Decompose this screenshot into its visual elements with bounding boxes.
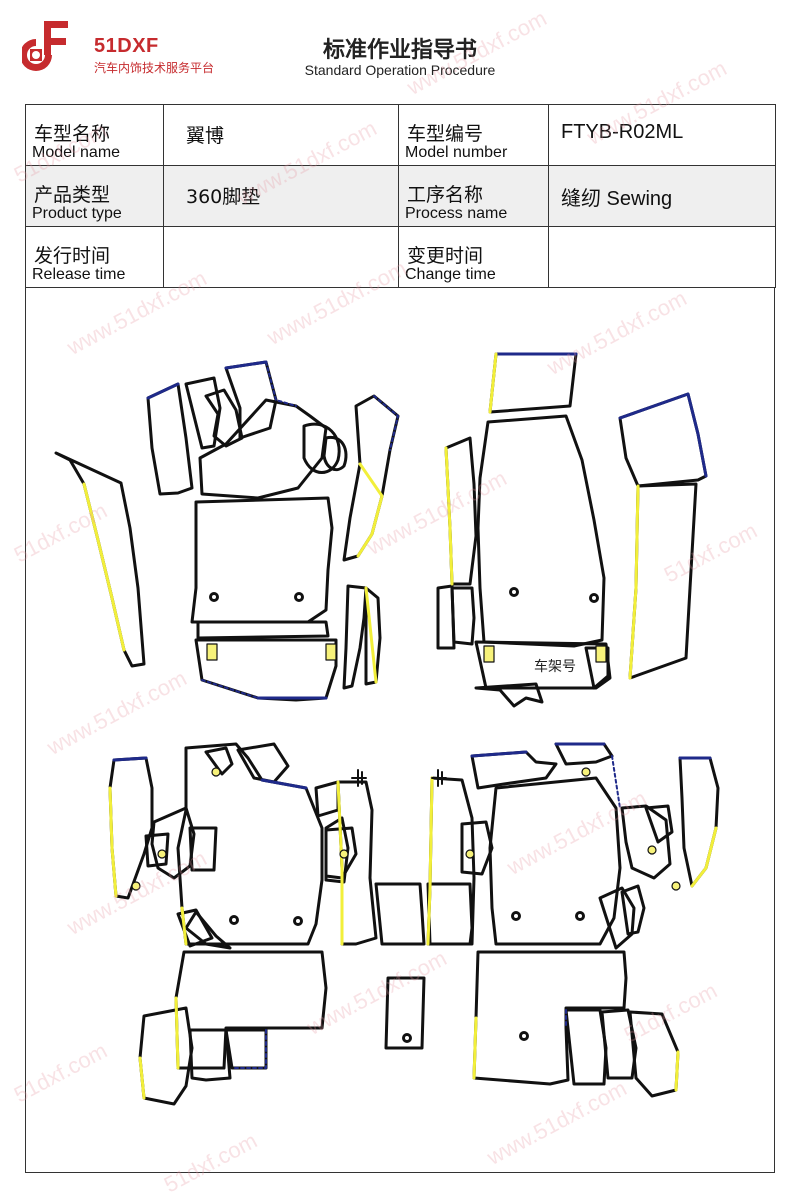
pattern-piece [620,884,646,936]
model-name-value-cell: 翼博 [163,104,399,166]
page-title: 标准作业指导书 [322,38,477,63]
pattern-piece [176,742,324,946]
model-number-label: 车型编号 [407,123,484,145]
process-name-label: 工序名称 [407,184,484,206]
release-time-label-cell: 发行时间 Release time [25,226,164,288]
pattern-piece [146,382,194,496]
pattern-piece [644,804,674,844]
pattern-piece [598,886,636,950]
pattern-piece [564,1008,608,1086]
pattern-piece [196,620,330,640]
floor-mat-pattern-drawing [54,352,720,1106]
pattern-piece [314,780,340,818]
product-type-label-en: Product type [32,205,122,222]
pattern-piece [198,398,328,500]
pattern-piece [476,414,606,648]
pattern-piece [188,1028,232,1082]
model-name-label-en: Model name [32,144,121,161]
51dxf-logo-icon [22,21,68,71]
model-name-label: 车型名称 [34,123,111,145]
table-row: 产品类型 Product type 360脚垫 工序名称 Process nam… [25,165,776,227]
pattern-piece [322,435,348,472]
page-subtitle: Standard Operation Procedure [304,62,496,78]
pattern-piece [450,586,476,646]
pattern-piece [204,388,244,448]
info-table: 车型名称 Model name 翼博 车型编号 Model number FTY… [25,104,776,288]
release-time-label: 发行时间 [34,245,111,267]
model-number-value: FTYB-R02ML [561,121,684,143]
pattern-piece [436,584,456,650]
pattern-piece [144,832,170,868]
pattern-piece [138,1006,194,1106]
pattern-piece [384,976,426,1050]
pattern-piece [460,820,494,876]
pattern-piece [336,780,378,946]
release-time-label-en: Release time [32,266,126,283]
brand-name: 51DXF [94,35,159,57]
model-number-label-cell: 车型编号 Model number [398,104,549,166]
pattern-piece [108,756,154,900]
pattern-piece [236,742,290,784]
table-row: 发行时间 Release time 变更时间 Change time [25,226,776,288]
pattern-piece [426,882,474,946]
model-name-value: 翼博 [186,125,225,147]
pattern-piece [342,584,368,690]
model-name-label-cell: 车型名称 Model name [25,104,164,166]
pattern-piece [488,352,578,414]
pattern-piece [174,950,328,1070]
frame-number-label: 车架号 [534,659,576,675]
release-time-value-cell [163,226,399,288]
pattern-piece [374,882,426,946]
pattern-piece [150,806,196,880]
change-time-label-en: Change time [405,266,496,283]
pattern-piece [628,482,698,680]
pattern-piece [474,640,612,690]
process-name-label-en: Process name [405,205,508,222]
change-time-value-cell [548,226,776,288]
model-number-label-en: Model number [405,144,508,161]
pattern-piece [554,742,614,766]
process-name-label-cell: 工序名称 Process name [398,165,549,227]
change-time-label-cell: 变更时间 Change time [398,226,549,288]
table-row: 车型名称 Model name 翼博 车型编号 Model number FTY… [25,104,776,166]
pattern-piece [628,1010,680,1098]
change-time-label: 变更时间 [407,245,484,267]
process-name-value: 缝纫 Sewing [561,188,673,210]
pattern-piece [620,804,672,880]
pattern-drawing-area: 车架号 [25,288,775,1173]
process-name-value-cell: 缝纫 Sewing [548,165,776,227]
model-number-value-cell: FTYB-R02ML [548,104,776,166]
pattern-piece [224,1028,268,1070]
pattern-piece [678,756,720,888]
pattern-piece [204,746,234,776]
pattern-piece [302,422,341,474]
pattern-piece [488,776,622,946]
product-type-value-cell: 360脚垫 [163,165,399,227]
product-type-label: 产品类型 [34,184,111,206]
pattern-piece [190,496,334,624]
brand-tagline: 汽车内饰技术服务平台 [94,61,215,75]
pattern-piece [474,682,544,708]
pattern-piece [188,826,218,872]
product-type-label-cell: 产品类型 Product type [25,165,164,227]
pattern-piece [426,776,476,946]
pattern-piece [618,392,708,488]
pattern-piece [470,750,558,790]
pattern-piece [54,451,146,668]
product-type-value: 360脚垫 [186,186,261,208]
pattern-piece [324,826,358,880]
brand-logo: 51DXF 汽车内饰技术服务平台 [22,15,242,85]
